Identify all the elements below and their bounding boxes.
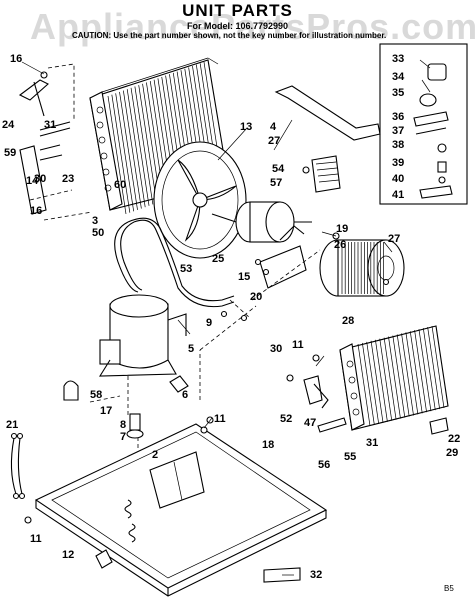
callout-37: 37 [392, 125, 404, 137]
callout-22: 22 [448, 433, 460, 445]
capacitor-34 [419, 63, 447, 107]
callout-31: 31 [44, 119, 56, 131]
wire-harness [10, 432, 26, 500]
callout-2: 2 [152, 449, 158, 461]
small-parts-36-41 [413, 111, 453, 199]
callout-16: 16 [30, 205, 42, 217]
callout-34: 34 [392, 71, 405, 83]
small-parts-box [379, 43, 468, 205]
callout-50: 50 [92, 227, 104, 239]
callout-27: 27 [388, 233, 400, 245]
callout-35: 35 [392, 87, 404, 99]
guide-lines [89, 249, 321, 470]
callout-23: 23 [62, 173, 74, 185]
fan-shroud [153, 141, 247, 259]
callout-6: 6 [182, 389, 188, 401]
screws [24, 166, 390, 524]
callout-5: 5 [188, 343, 194, 355]
callout-3: 3 [92, 215, 98, 227]
callout-28: 28 [342, 315, 354, 327]
callout-32: 32 [310, 569, 322, 581]
clip-56 [317, 417, 347, 433]
callout-16: 16 [10, 53, 22, 65]
top-brace-4 [274, 85, 381, 141]
callout-11: 11 [292, 339, 304, 351]
callout-58: 58 [90, 389, 102, 401]
drain-tube-60 [114, 217, 235, 308]
grommet-6 [169, 375, 189, 393]
callout-52: 52 [280, 413, 292, 425]
callout-54: 54 [272, 163, 285, 175]
leader-lines [21, 59, 431, 576]
callout-4: 4 [270, 121, 277, 133]
callout-29: 29 [446, 447, 458, 459]
model-number: For Model: 106.7792990 [186, 21, 289, 31]
callout-26: 26 [334, 239, 346, 251]
callout-14: 14 [26, 175, 39, 187]
callout-11: 11 [214, 413, 226, 425]
callout-21: 21 [6, 419, 18, 431]
callout-56: 56 [318, 459, 330, 471]
motor-mount [259, 225, 307, 289]
grommet-58 [63, 380, 79, 401]
callout-12: 12 [62, 549, 74, 561]
caution-note: CAUTION: Use the part number shown, not … [72, 31, 387, 40]
fan-motor [211, 201, 312, 243]
callout-8: 8 [120, 419, 126, 431]
callout-18: 18 [262, 439, 274, 451]
page-title: UNIT PARTS [182, 1, 293, 20]
callout-13: 13 [240, 121, 252, 133]
callout-57: 57 [270, 177, 282, 189]
watermark: AppliancePartsPros.com [30, 6, 475, 47]
callout-59: 59 [4, 147, 16, 159]
corner-code: B5 [444, 584, 454, 593]
thermostat-bracket-47 [303, 375, 329, 409]
callout-60: 60 [114, 179, 126, 191]
compressor [98, 294, 187, 377]
sensor-22 [429, 417, 449, 435]
filter-grille-54 [311, 155, 341, 193]
bracket-24 [18, 63, 75, 120]
callout-36: 36 [392, 111, 404, 123]
callout-53: 53 [180, 263, 192, 275]
side-bracket-59 [19, 121, 93, 221]
callout-9: 9 [206, 317, 212, 329]
callout-40: 40 [392, 173, 404, 185]
callout-30: 30 [34, 173, 46, 185]
callout-25: 25 [212, 253, 224, 265]
callout-39: 39 [392, 157, 404, 169]
callout-7: 7 [120, 431, 126, 443]
callout-27: 27 [268, 135, 280, 147]
evaporator-coil [339, 325, 449, 431]
callout-47: 47 [304, 417, 316, 429]
callout-55: 55 [344, 451, 356, 463]
callout-33: 33 [392, 53, 404, 65]
blower-wheel [319, 239, 405, 297]
callout-11: 11 [30, 533, 42, 545]
callout-30: 30 [270, 343, 282, 355]
bracket-12 [95, 549, 113, 569]
callout-19: 19 [336, 223, 348, 235]
callout-17: 17 [100, 405, 112, 417]
callout-15: 15 [238, 271, 250, 283]
callout-38: 38 [392, 139, 404, 151]
callout-31: 31 [366, 437, 378, 449]
base-pan [34, 423, 328, 597]
callout-41: 41 [392, 189, 404, 201]
springs [124, 499, 136, 543]
callout-20: 20 [250, 291, 262, 303]
mount-bolt-8 [126, 413, 144, 439]
callout-24: 24 [2, 119, 15, 131]
